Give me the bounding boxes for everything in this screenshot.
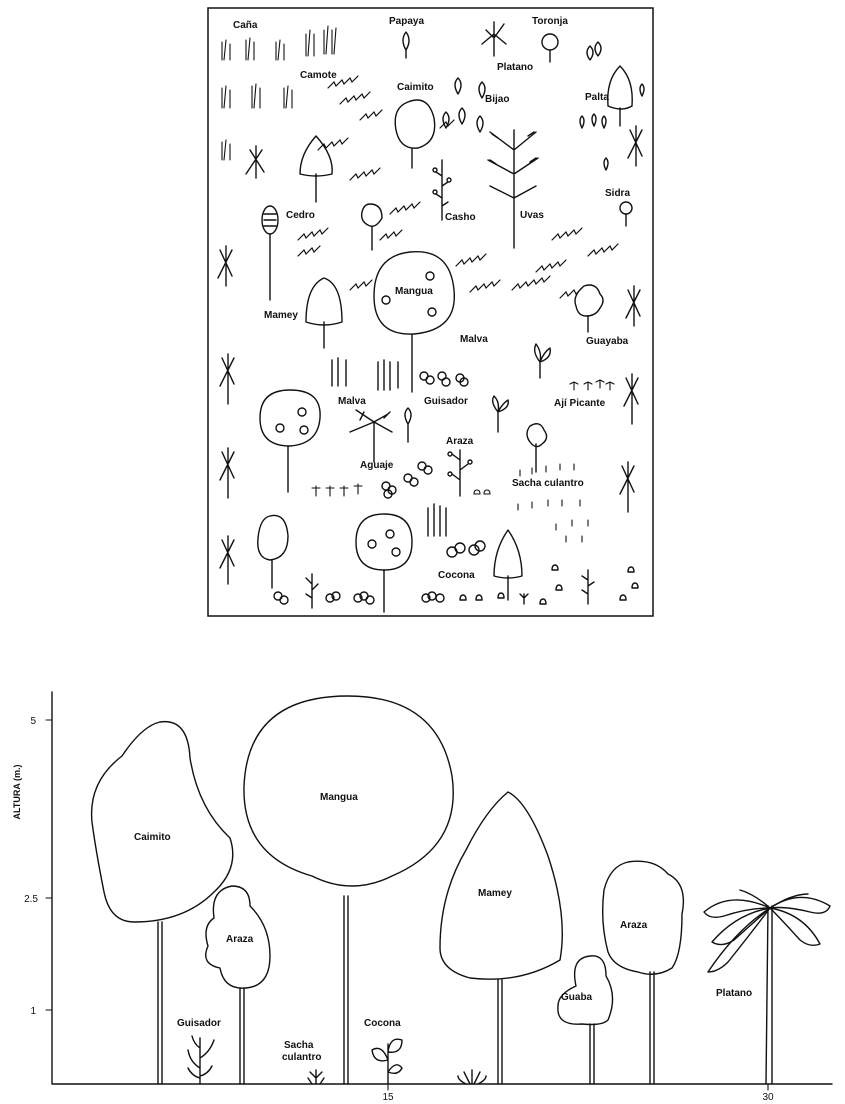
label-sidra: Sidra — [605, 188, 630, 199]
guaba-tree-icon — [558, 956, 613, 1084]
label-mamey: Mamey — [478, 888, 512, 899]
label-palta: Palta — [585, 92, 609, 103]
label-mamey-plan: Mamey — [264, 310, 298, 321]
label-camote: Camote — [300, 70, 337, 81]
y-tick-5: 5 — [30, 716, 36, 727]
mamey-plan-tree-icon — [306, 278, 342, 348]
uvas-vine-icon — [488, 130, 538, 248]
small-tree-icon — [362, 204, 382, 250]
label-aji-picante: Ají Picante — [554, 398, 606, 409]
cocona-plant-icon — [372, 1039, 402, 1084]
label-guisador: Guisador — [177, 1018, 221, 1029]
casho-plant-icon — [433, 160, 451, 220]
label-sacha-culantro-plan: Sacha culantro — [512, 478, 584, 489]
label-caimito-plan: Caimito — [397, 82, 434, 93]
label-cocona: Cocona — [364, 1018, 401, 1029]
label-casho: Casho — [445, 212, 476, 223]
toronja-icon — [542, 34, 558, 62]
caimito-tree-icon — [92, 722, 233, 1084]
sidra-icon — [620, 202, 632, 226]
label-aguaje: Aguaje — [360, 460, 394, 471]
label-bijao: Bijao — [485, 94, 509, 105]
label-malva-2: Malva — [338, 396, 366, 407]
label-cedro: Cedro — [286, 210, 315, 221]
cocona-plan-icon — [447, 530, 522, 600]
label-cana: Caña — [233, 20, 258, 31]
mamey-tree-icon — [440, 792, 562, 1084]
palta-tree-icon — [608, 66, 633, 126]
label-toronja: Toronja — [532, 16, 568, 27]
x-tick-30: 30 — [762, 1092, 774, 1103]
plan-labels: Caña Papaya Toronja Platano Camote Caimi… — [233, 16, 630, 581]
platano-plan-icon — [482, 22, 506, 56]
label-guayaba: Guayaba — [586, 336, 629, 347]
label-platano: Platano — [716, 988, 752, 999]
profile-axes — [52, 692, 832, 1084]
label-sacha: Sacha — [284, 1040, 314, 1051]
y-axis-label: ALTURA (m.) — [12, 765, 22, 820]
mangua-plan-tree-icon — [374, 252, 454, 392]
y-tick-2-5: 2.5 — [24, 894, 38, 905]
aji-picante-icon — [570, 380, 614, 390]
guayaba-tree-icon — [575, 285, 603, 332]
label-mangua-plan: Mangua — [395, 286, 433, 297]
plan-view: Caña Papaya Toronja Platano Camote Caimi… — [208, 8, 653, 616]
malva-plants-icon — [332, 358, 446, 536]
label-malva-1: Malva — [460, 334, 488, 345]
sacha-culantro-plant-icon — [308, 1070, 324, 1084]
label-platano-plan: Platano — [497, 62, 533, 73]
platano-clumps-icon — [218, 126, 642, 584]
label-guaba: Guaba — [561, 992, 593, 1003]
cedro-tree-icon — [262, 206, 278, 300]
x-tick-15: 15 — [382, 1092, 394, 1103]
label-culantro: culantro — [282, 1052, 321, 1063]
seedling-row-icon — [312, 484, 362, 496]
guisador-shrubs-icon — [420, 372, 468, 386]
label-araza-2: Araza — [620, 920, 648, 931]
araza-tree-2-icon — [603, 861, 684, 1084]
sacha-culantro-plan-icon — [474, 464, 588, 542]
mangua-tree-icon — [244, 696, 453, 1084]
label-caimito: Caimito — [134, 832, 171, 843]
platano-palm-icon — [704, 890, 830, 1084]
caimito-plan-tree-icon — [395, 100, 434, 168]
profile-labels: Caimito Araza Mangua Mamey Araza Guaba P… — [134, 792, 752, 1063]
round-tree-lower-icon — [356, 514, 412, 612]
label-mangua: Mangua — [320, 792, 358, 803]
label-papaya: Papaya — [389, 16, 424, 27]
small-grass-icon — [458, 1070, 486, 1084]
label-guisador-plan: Guisador — [424, 396, 468, 407]
guisador-plant-icon — [188, 1036, 214, 1084]
label-araza-plan: Araza — [446, 436, 474, 447]
papaya-icon — [403, 32, 409, 58]
aguaje-palm-icon — [350, 410, 392, 462]
axis-ticks — [46, 720, 768, 1090]
label-cocona-plan: Cocona — [438, 570, 475, 581]
small-round-tree-icon — [258, 515, 288, 588]
araza-tree-1-icon — [206, 886, 270, 1084]
y-tick-1: 1 — [30, 1006, 36, 1017]
label-araza-1: Araza — [226, 934, 254, 945]
label-uvas: Uvas — [520, 210, 544, 221]
small-plant-icon — [587, 42, 601, 60]
round-tree-icon — [260, 390, 320, 492]
profile-view: ALTURA (m.) 5 2.5 1 15 30 — [12, 692, 832, 1103]
camote-hatches-icon — [298, 76, 618, 298]
